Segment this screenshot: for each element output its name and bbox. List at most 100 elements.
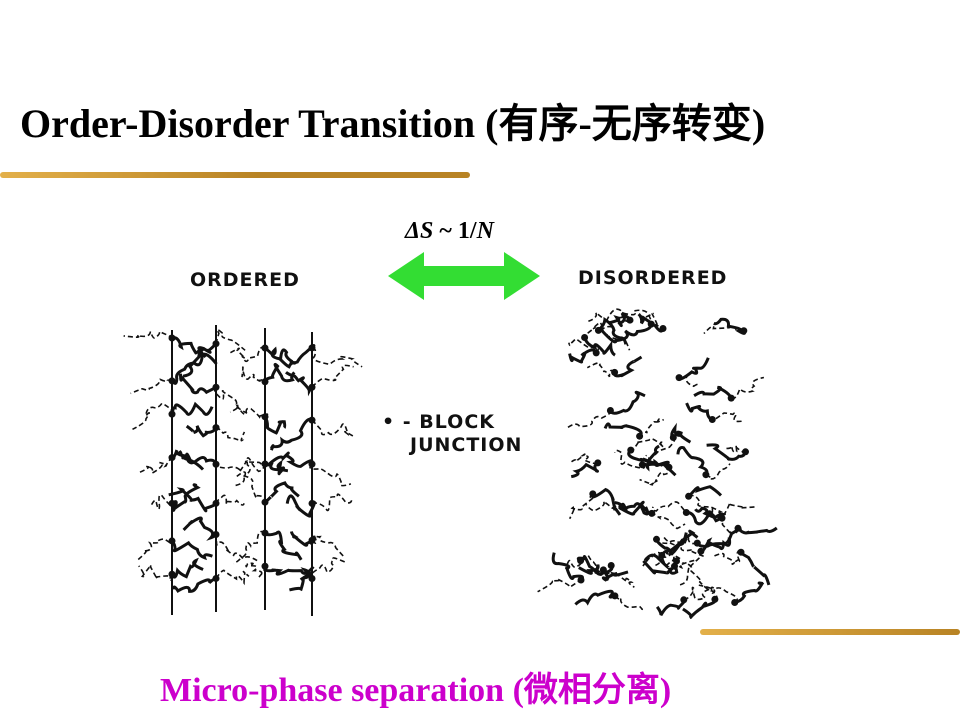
block-junction-dot	[685, 492, 693, 500]
chain-segment-a	[661, 552, 695, 569]
chain-segment-b	[285, 494, 316, 518]
block-junction-dot	[261, 460, 269, 468]
chain-segment-a	[614, 449, 646, 469]
title-underline	[0, 172, 470, 178]
block-junction-dot	[261, 378, 269, 386]
chain-segment-b	[706, 443, 747, 461]
block-junction-dot	[594, 459, 602, 467]
chain-segment-a	[245, 562, 267, 578]
block-junction-dot	[606, 407, 614, 414]
chain-segment-b	[737, 550, 771, 586]
chain-segment-a	[638, 417, 665, 437]
chain-segment-b	[263, 481, 300, 504]
legend-line-1: • - BLOCK	[382, 411, 495, 433]
chain-segment-a	[309, 557, 346, 580]
chain-segment-b	[568, 348, 598, 364]
chain-segment-a	[215, 426, 246, 442]
chain-segment-b	[171, 576, 217, 593]
chain-segment-b	[603, 422, 643, 438]
chain-segment-a	[311, 364, 354, 388]
chain-segment-a	[650, 512, 686, 530]
slide-title: Order-Disorder Transition (有序-无序转变)	[20, 92, 940, 156]
block-junction-dot	[212, 460, 220, 468]
chain-segment-a	[586, 362, 616, 378]
chain-segment-b	[641, 462, 677, 477]
block-junction-dot	[740, 327, 748, 335]
block-junction-dot	[711, 595, 719, 603]
chain-segment-b	[693, 385, 733, 399]
chain-segment-b	[267, 451, 314, 468]
chain-segment-a	[654, 551, 678, 567]
chain-segment-a	[311, 419, 354, 437]
block-junction-dot	[308, 383, 316, 391]
chain-segment-b	[637, 313, 665, 333]
chain-segment-a	[229, 404, 269, 419]
title-cjk: 有序-无序转变	[498, 101, 752, 146]
chain-segment-a	[138, 564, 173, 584]
chain-segment-a	[309, 463, 352, 487]
block-junction-dot	[168, 454, 176, 462]
chain-segment-b	[627, 444, 660, 465]
chain-segment-b	[263, 530, 303, 561]
chain-segment-a	[582, 321, 613, 339]
block-junction-dot	[626, 316, 634, 324]
chain-segment-b	[685, 402, 713, 421]
chain-segment-b	[608, 390, 646, 415]
chain-segment-a	[682, 562, 718, 601]
chain-segment-a	[602, 569, 635, 588]
chain-segment-b	[670, 422, 692, 444]
chain-segment-a	[614, 595, 644, 611]
chain-segment-b	[185, 424, 218, 438]
block-junction-dot	[168, 334, 176, 342]
chain-segment-b	[676, 446, 709, 476]
block-junction-dot	[577, 557, 585, 565]
ordered-label: ORDERED	[190, 269, 300, 291]
chain-segment-a	[730, 376, 765, 400]
entropy-relation-text: ~ 1/	[433, 218, 477, 244]
block-junction-dot	[673, 557, 680, 565]
chain-segment-a	[311, 534, 346, 559]
chain-segment-a	[311, 493, 353, 512]
block-junction-dot	[168, 537, 176, 545]
chain-segment-b	[687, 485, 723, 498]
disordered-chains	[537, 308, 778, 620]
block-junction-dot	[261, 562, 269, 570]
chain-segment-b	[170, 401, 214, 416]
chain-segment-a	[241, 366, 266, 383]
chain-segment-b	[263, 565, 315, 576]
chain-segment-b	[285, 371, 313, 397]
chain-segment-b	[614, 500, 654, 516]
chain-segment-b	[574, 589, 616, 606]
chain-segment-a	[135, 538, 175, 562]
block-junction-dot	[611, 592, 619, 600]
double-arrow-icon	[388, 252, 540, 300]
chain-segment-b	[677, 357, 710, 381]
chain-segment-b	[583, 337, 616, 357]
block-junction-dot	[638, 461, 646, 469]
title-close: )	[751, 101, 766, 146]
ordered-chains	[123, 328, 363, 593]
chain-segment-a	[630, 438, 666, 453]
block-junction-dot	[577, 576, 585, 584]
chain-segment-a	[711, 550, 742, 566]
chain-segment-a	[215, 494, 245, 506]
caption: Micro-phase separation (微相分离)	[160, 666, 860, 716]
block-junction-dot	[308, 574, 316, 582]
block-junction-dot	[212, 383, 220, 391]
block-junction-dot	[168, 377, 176, 385]
chain-segment-b	[551, 552, 584, 582]
block-junction-dot	[675, 374, 683, 382]
block-junction-dot	[581, 334, 589, 341]
block-junction-dot	[212, 530, 220, 538]
block-junction-dot	[589, 490, 597, 498]
chain-segment-a	[645, 436, 676, 460]
chain-segment-b	[179, 373, 218, 395]
chain-segment-b	[590, 487, 622, 516]
chain-segment-b	[734, 581, 765, 604]
block-junction-dot	[212, 574, 220, 582]
title-text: Order-Disorder Transition (	[20, 101, 499, 146]
block-junction-dot	[702, 471, 710, 479]
chain-segment-a	[234, 474, 267, 503]
block-junction-dot	[212, 424, 220, 432]
